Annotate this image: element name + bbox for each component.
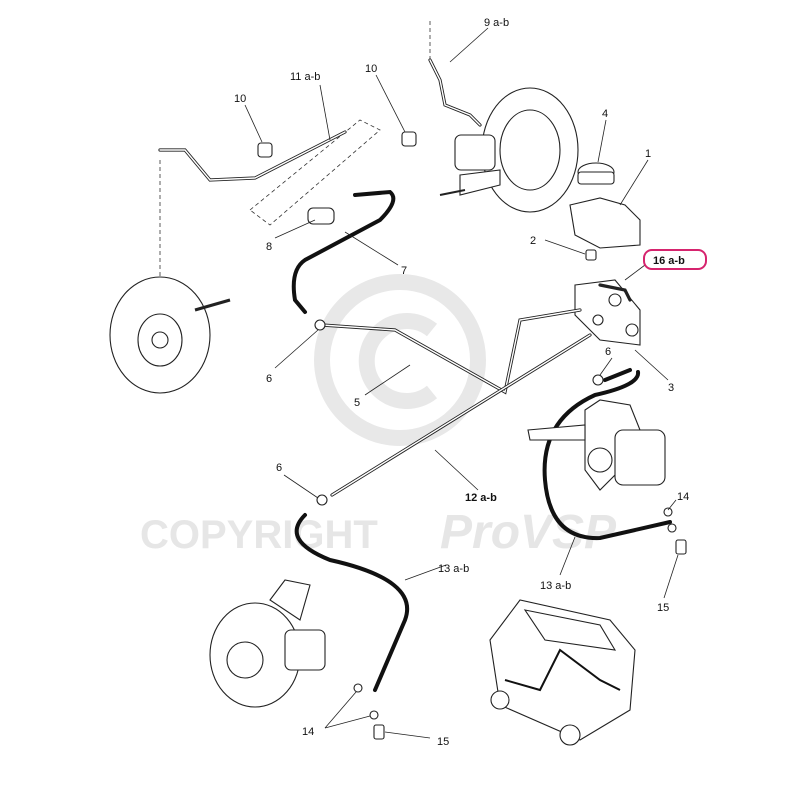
callout-15: 15 xyxy=(437,736,449,748)
callout-8: 8 xyxy=(266,241,272,253)
callout-13: 13 a-b xyxy=(438,563,469,575)
callout-2: 2 xyxy=(530,235,536,247)
copyright-watermark: COPYRIGHT ProVSP xyxy=(140,274,617,559)
brake-pipe-11 xyxy=(158,130,347,182)
callout-13: 13 a-b xyxy=(540,580,571,592)
nut-6 xyxy=(314,319,326,331)
callout-11: 11 a-b xyxy=(290,71,320,83)
callout-1: 1 xyxy=(645,148,651,160)
callout-6: 6 xyxy=(266,373,272,385)
callout-6: 6 xyxy=(605,346,611,358)
callout-9: 9 a-b xyxy=(484,17,509,29)
watermark-text: COPYRIGHT xyxy=(140,513,378,557)
brake-valve-3 xyxy=(574,279,641,346)
callout-14: 14 xyxy=(677,491,689,503)
brake-pipe-12 xyxy=(330,333,592,497)
vehicle-overview xyxy=(489,599,636,746)
callout-leaders xyxy=(244,27,679,739)
callout-16: 16 a-b xyxy=(653,255,685,267)
callout-6: 6 xyxy=(276,462,282,474)
callout-7: 7 xyxy=(401,265,407,277)
seal-2 xyxy=(585,249,597,261)
brake-pipe-9 xyxy=(428,58,482,127)
callout-4: 4 xyxy=(602,108,608,120)
callout-12: 12 a-b xyxy=(465,492,497,504)
nut-6 xyxy=(592,374,604,386)
front-right-knuckle xyxy=(527,399,666,491)
callout-10: 10 xyxy=(234,93,246,105)
callout-14: 14 xyxy=(302,726,314,738)
pipe-clip-10 xyxy=(257,142,273,158)
highlight-box-16 xyxy=(643,249,707,270)
front-left-knuckle xyxy=(209,579,326,708)
brake-booster xyxy=(439,87,579,213)
pipe-clip-10 xyxy=(401,131,417,147)
brake-hose-13-left xyxy=(294,513,410,692)
callout-5: 5 xyxy=(354,397,360,409)
brake-hose-13-right xyxy=(542,370,672,541)
callout-15: 15 xyxy=(657,602,669,614)
callout-3: 3 xyxy=(668,382,674,394)
rear-left-hub xyxy=(109,276,231,394)
nut-6 xyxy=(316,494,328,506)
brake-pipe-5 xyxy=(320,308,582,395)
brake-hose-7 xyxy=(291,189,396,314)
watermark-brand: ProVSP xyxy=(440,506,617,559)
callout-10: 10 xyxy=(365,63,377,75)
brake-fluid-reservoir xyxy=(569,162,641,261)
